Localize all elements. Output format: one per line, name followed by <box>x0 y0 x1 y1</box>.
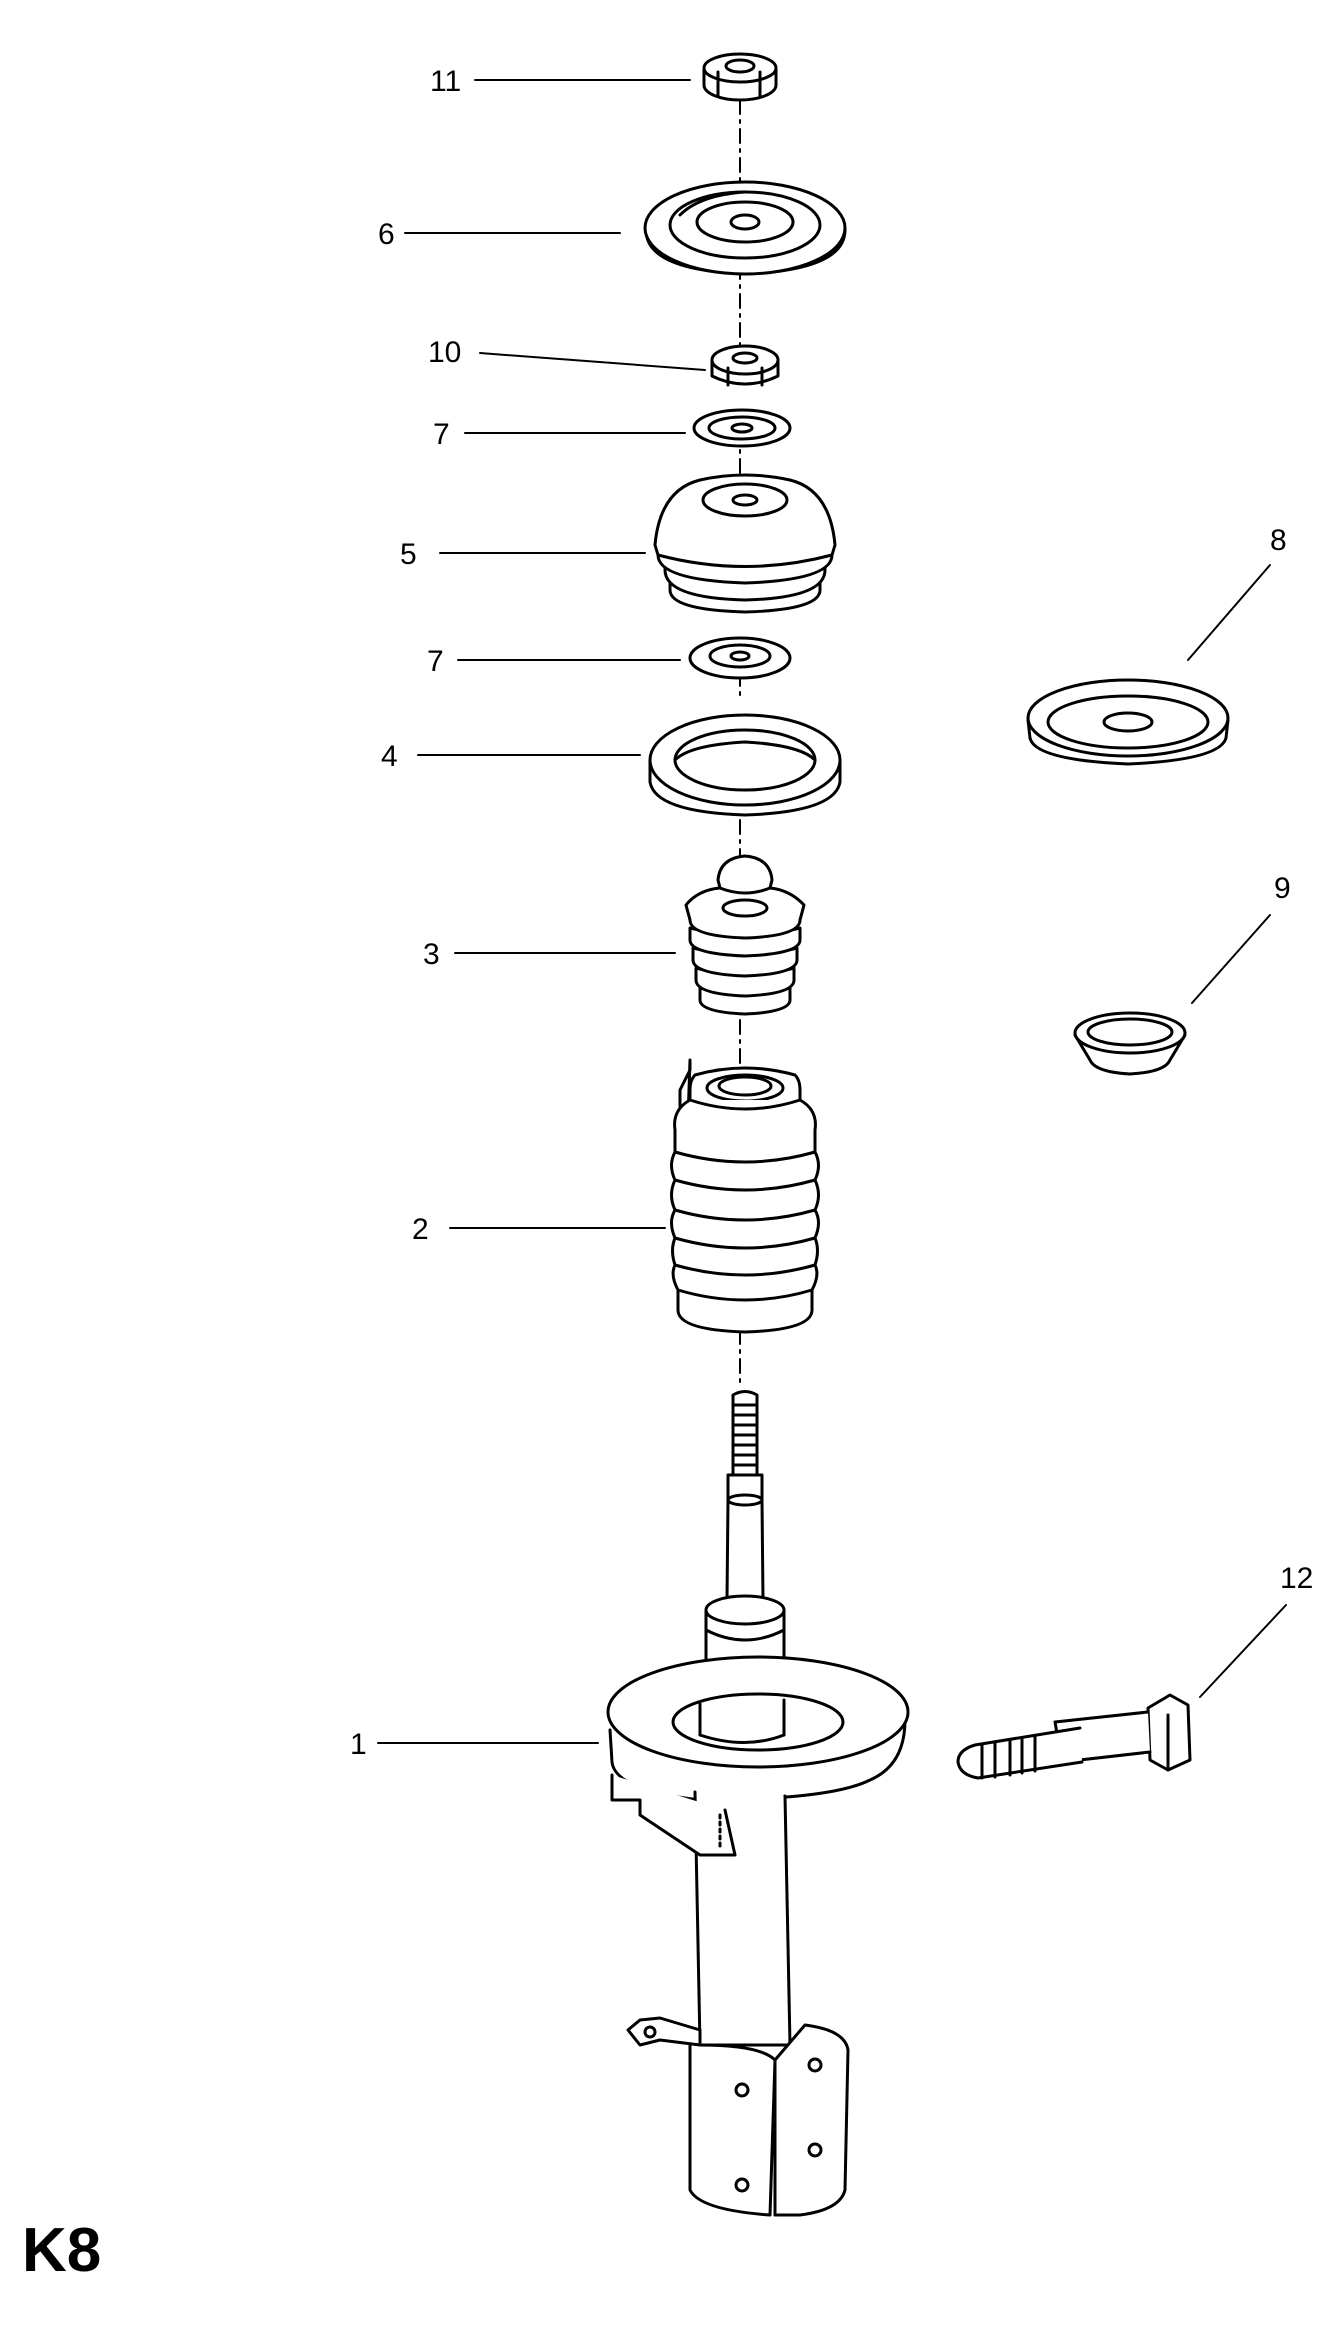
label-part-7-lower: 7 <box>427 645 444 678</box>
label-part-9: 9 <box>1274 872 1291 905</box>
nut-part-11 <box>704 54 776 100</box>
spring-pad-part-8 <box>1028 680 1228 764</box>
label-part-4: 4 <box>381 740 398 773</box>
spring-seat-part-4 <box>650 715 840 815</box>
label-part-3: 3 <box>423 938 440 971</box>
label-part-1: 1 <box>350 1728 367 1761</box>
nut-part-10 <box>712 346 778 385</box>
label-part-5: 5 <box>400 538 417 571</box>
bump-stop-boot-part-2 <box>672 1060 819 1332</box>
bolt-part-12 <box>958 1695 1190 1778</box>
label-part-10: 10 <box>428 336 461 369</box>
label-part-7-upper: 7 <box>433 418 450 451</box>
leader-lines <box>378 80 1286 1743</box>
washer-part-7-lower <box>690 638 790 678</box>
strut-assembly-part-1 <box>608 1392 908 2216</box>
diagram-code: K8 <box>22 2216 102 2285</box>
strut-mount-cap-part-6 <box>645 182 845 274</box>
label-part-8: 8 <box>1270 524 1287 557</box>
label-part-12: 12 <box>1280 1562 1313 1595</box>
part-labels: 11 6 10 7 5 7 4 3 2 1 8 9 12 <box>350 65 1313 1761</box>
dust-cap-part-9 <box>1075 1013 1185 1074</box>
label-part-2: 2 <box>412 1213 429 1246</box>
label-part-6: 6 <box>378 218 395 251</box>
top-mount-bearing-part-5 <box>655 475 835 612</box>
washer-part-7-upper <box>694 410 790 446</box>
label-part-11: 11 <box>430 65 461 98</box>
bump-stop-part-3 <box>686 856 804 1014</box>
